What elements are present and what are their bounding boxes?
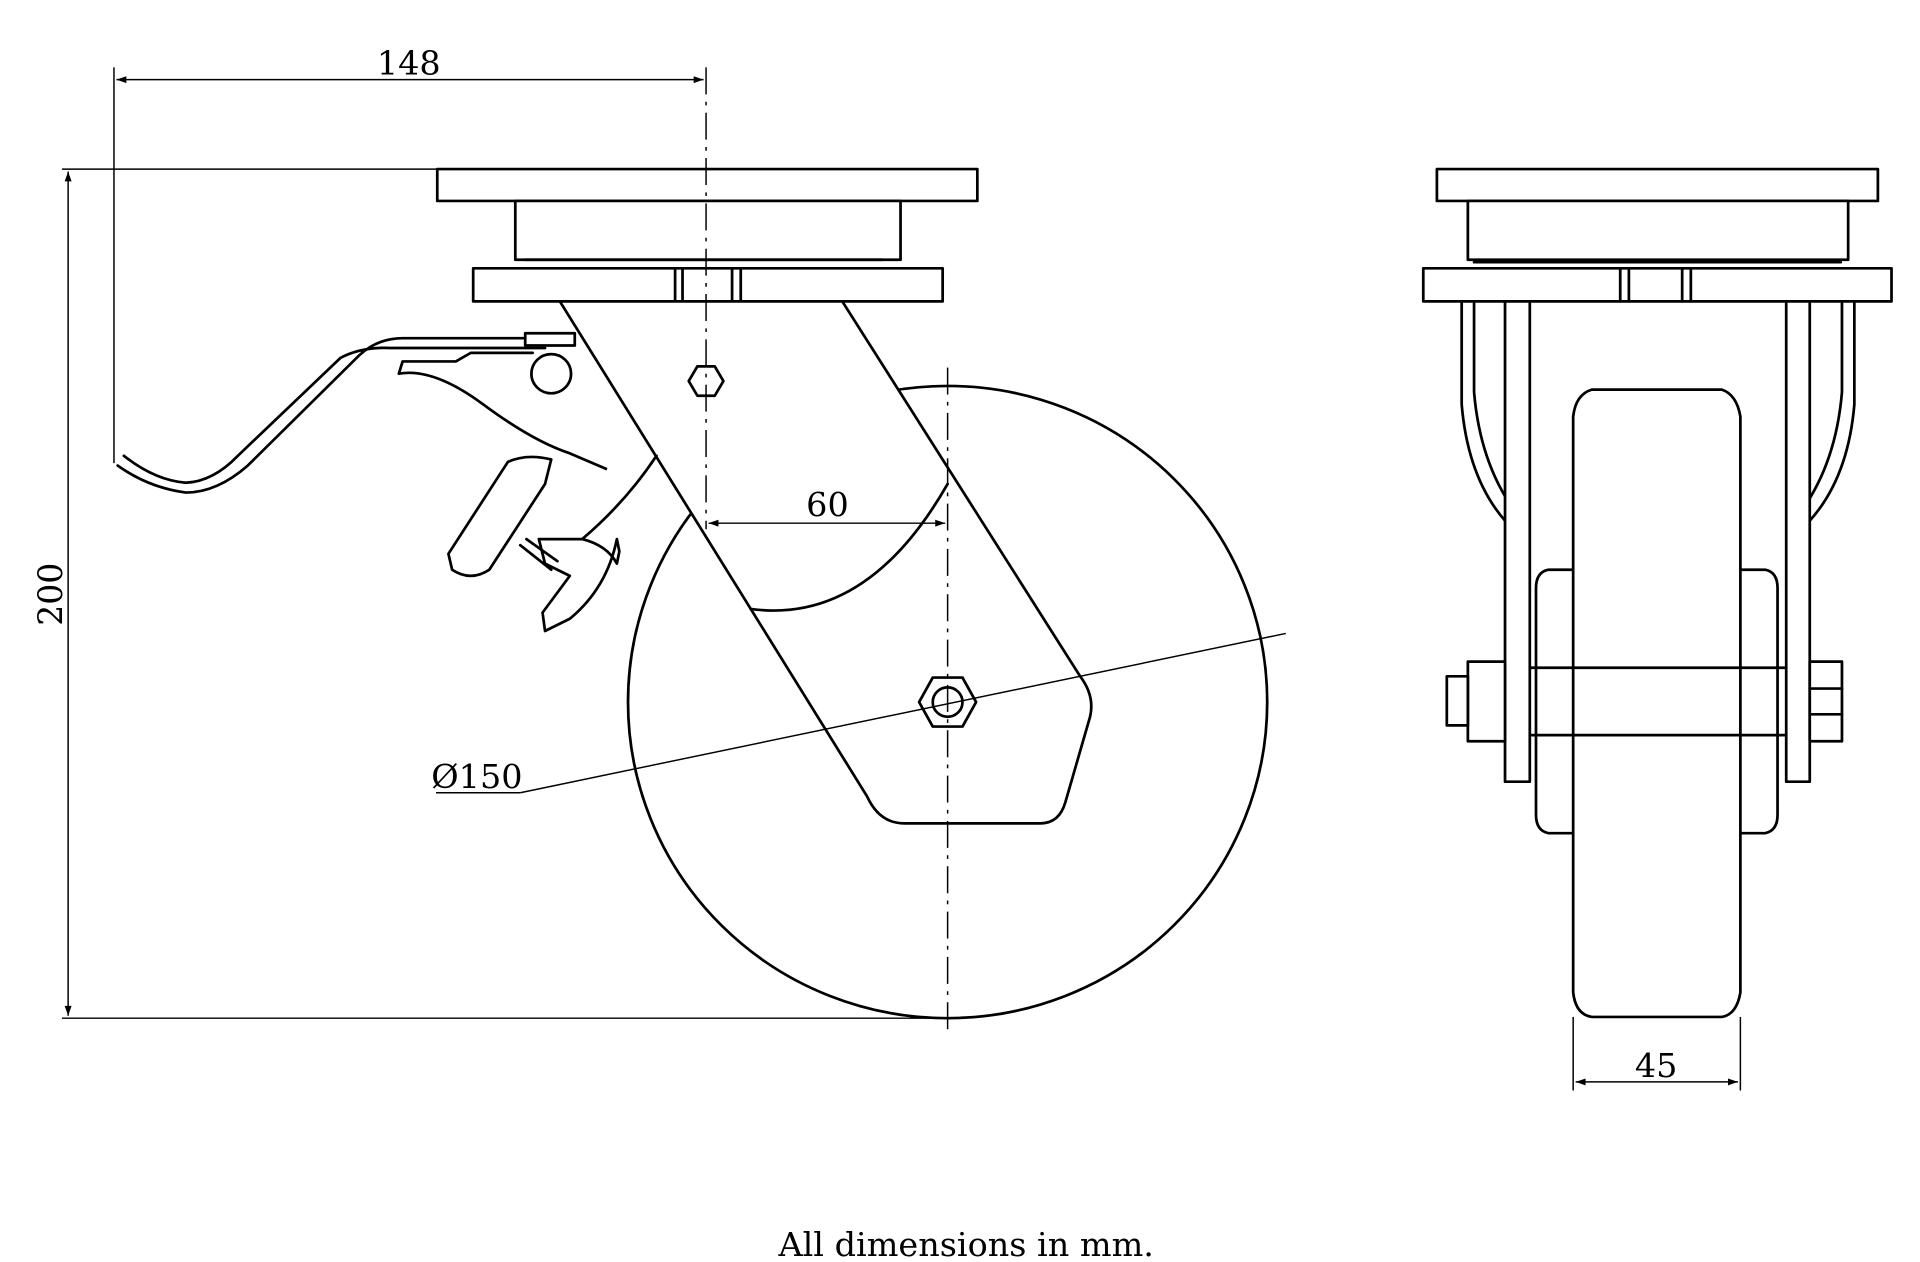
units-note: All dimensions in mm. — [777, 1225, 1153, 1262]
dim-45-label: 45 — [1635, 1046, 1678, 1085]
brake-lever — [116, 336, 547, 494]
front-view: 45 — [1421, 167, 1893, 1091]
brake-pad — [447, 455, 553, 578]
side-view: 148 200 60 Ø150 — [31, 44, 1286, 1036]
top-plate-side — [435, 167, 979, 203]
axle-nut-front — [1808, 660, 1844, 743]
dim-150-label: Ø150 — [431, 757, 522, 796]
dim-60-label: 60 — [806, 485, 849, 524]
lower-plate-front — [1421, 266, 1893, 303]
swivel-head-front — [1466, 199, 1850, 262]
dim-148-label: 148 — [377, 44, 441, 83]
swivel-head-side — [513, 199, 902, 262]
swivel-nut — [687, 364, 725, 398]
wheel-hub — [1534, 568, 1779, 835]
top-plate-front — [1435, 167, 1880, 203]
axle-bolt-head — [1466, 660, 1507, 743]
fork-side — [558, 300, 1093, 825]
dim-200-label: 200 — [31, 563, 70, 626]
lower-plate-side — [471, 266, 945, 303]
wheel-front — [1571, 388, 1742, 1019]
brake-pivot — [530, 352, 573, 395]
